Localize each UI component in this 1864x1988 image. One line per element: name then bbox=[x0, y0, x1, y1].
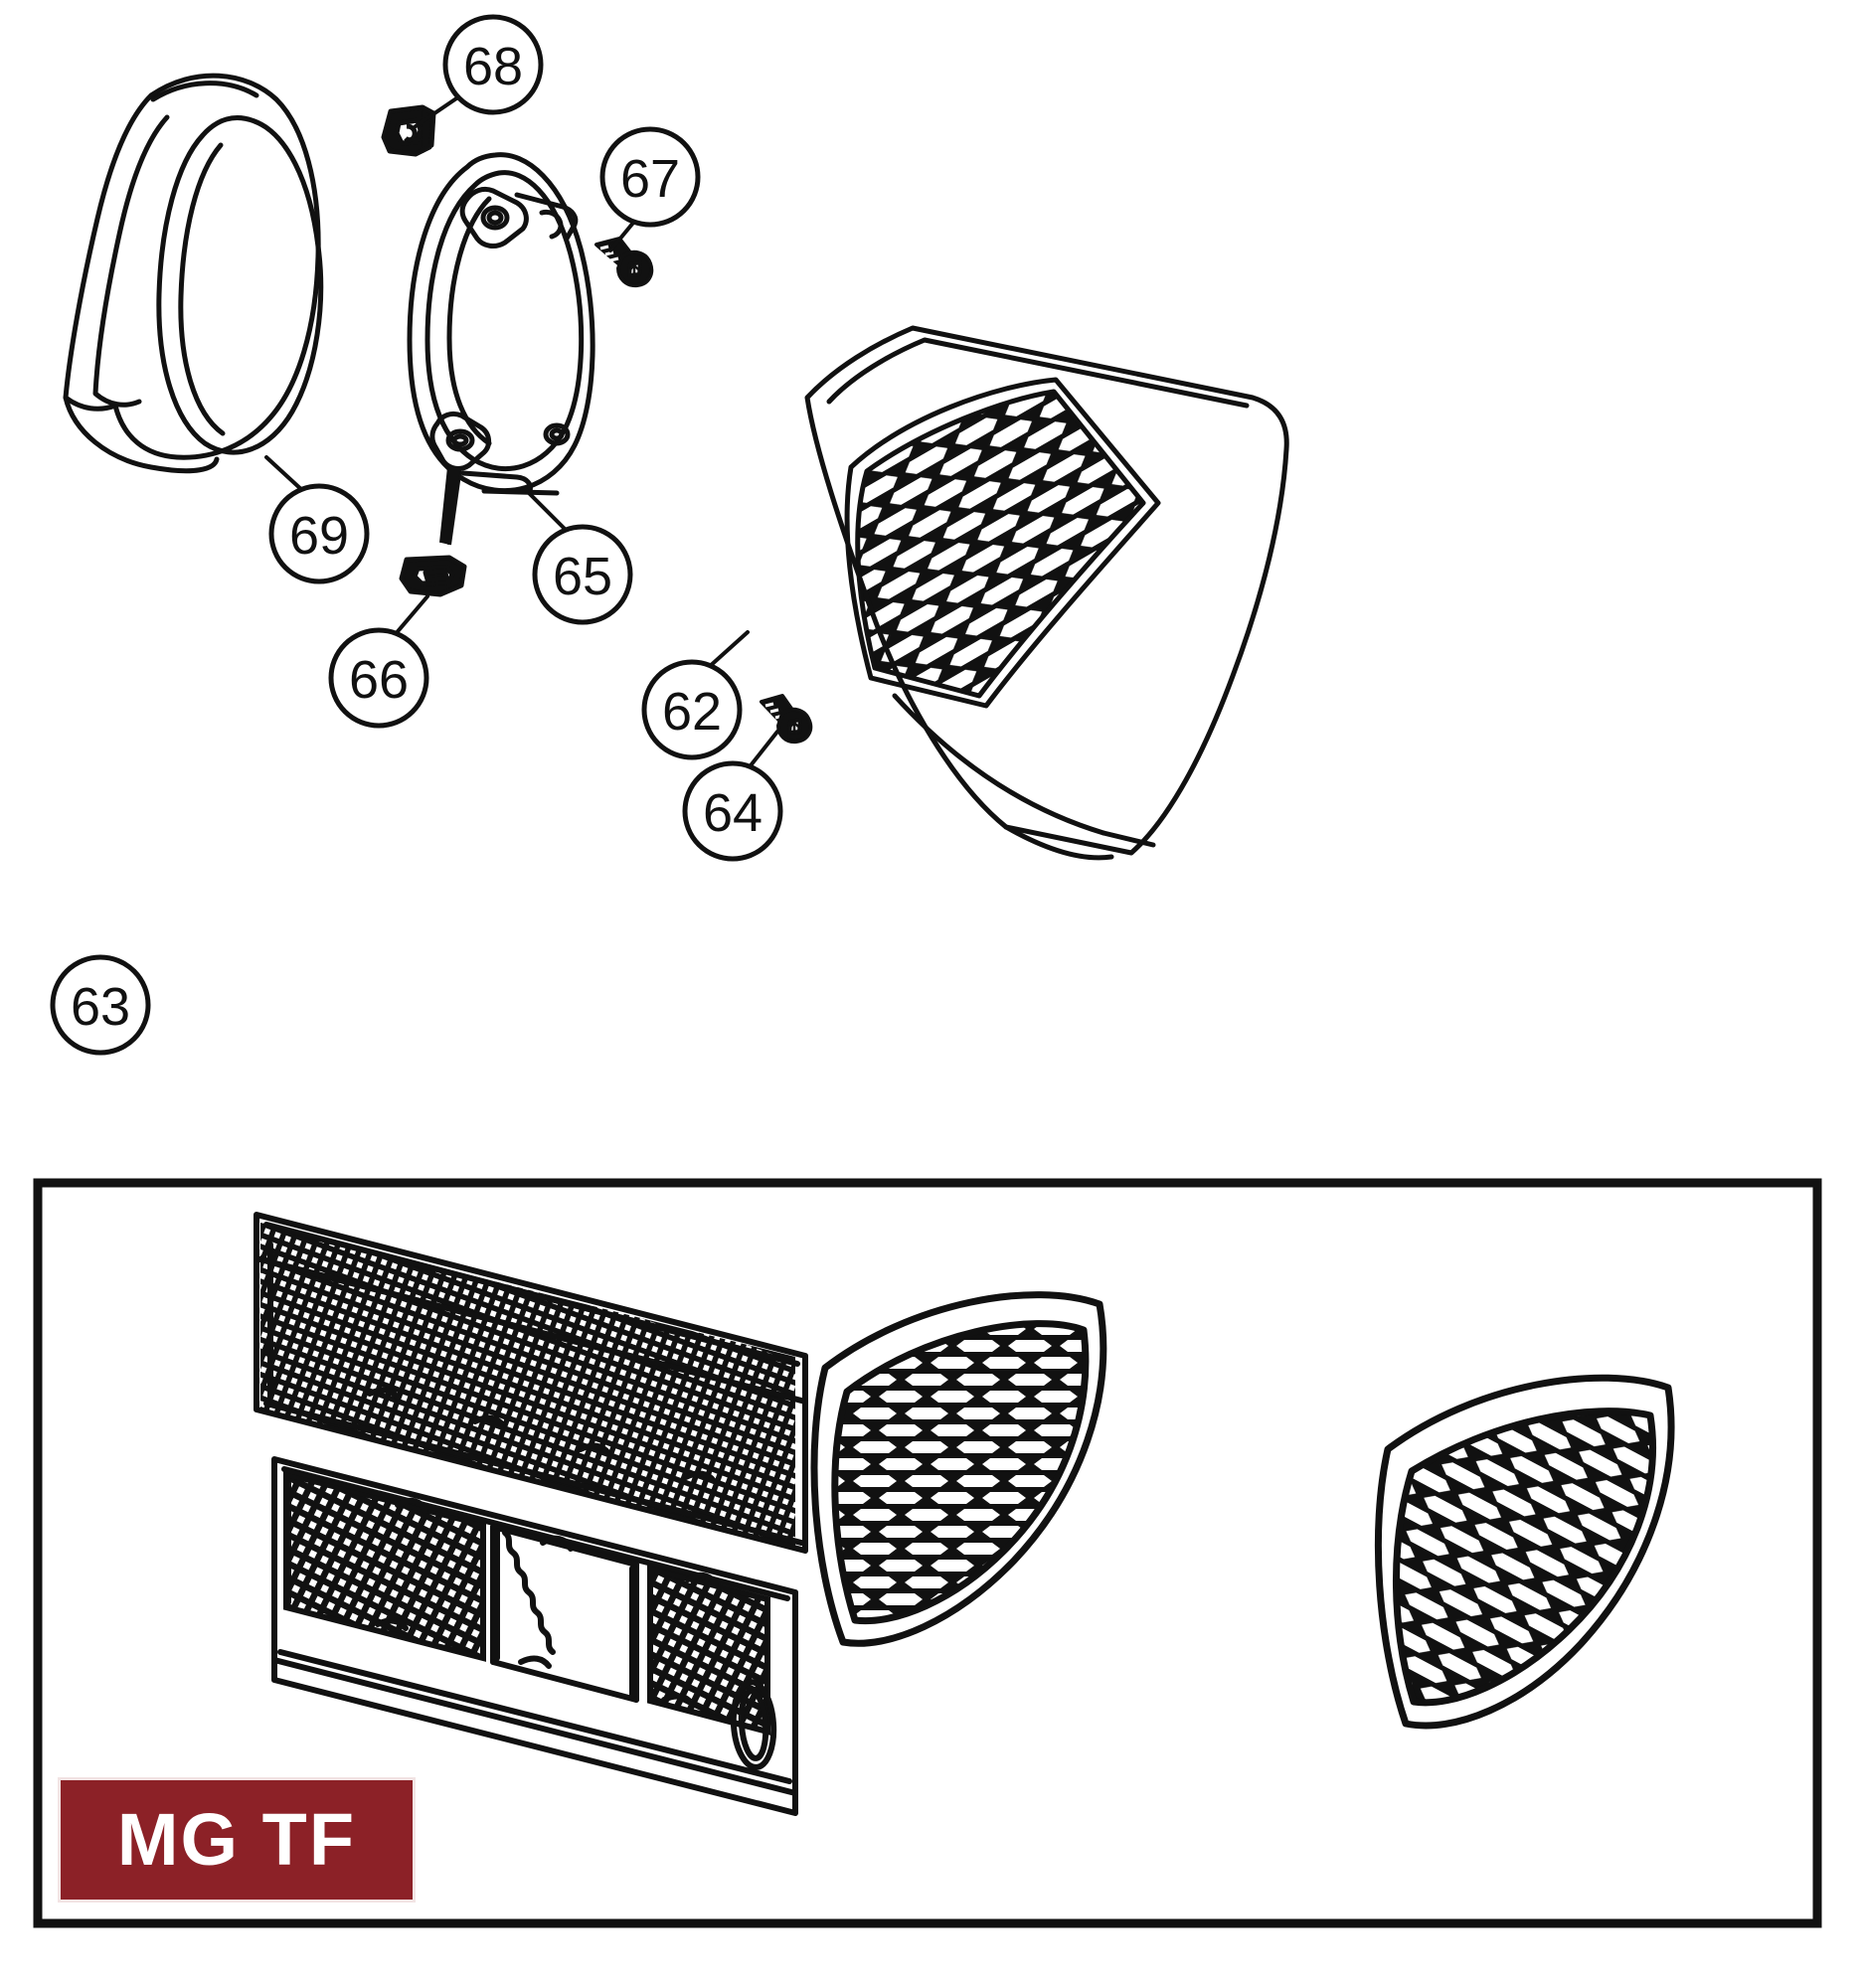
leader-64 bbox=[746, 730, 779, 771]
callout-number-65: 65 bbox=[553, 547, 612, 606]
callout-balloon-65[interactable]: 65 bbox=[532, 524, 633, 625]
leader-65 bbox=[525, 489, 569, 533]
callout-balloon-69[interactable]: 69 bbox=[268, 483, 370, 584]
callout-leader-lines bbox=[264, 90, 779, 771]
callout-balloon-64[interactable]: 64 bbox=[682, 760, 783, 862]
leader-69 bbox=[264, 455, 306, 494]
part-65-fog-lamp-bezel bbox=[407, 152, 595, 496]
clip-mounting-pin bbox=[439, 466, 462, 546]
part-63-grille-frame bbox=[271, 1456, 798, 1816]
callout-balloon-62[interactable]: 62 bbox=[641, 659, 743, 760]
callout-balloon-63[interactable]: 63 bbox=[50, 954, 151, 1056]
callout-number-66: 66 bbox=[349, 650, 409, 710]
callout-balloon-68[interactable]: 68 bbox=[442, 14, 544, 115]
callout-number-64: 64 bbox=[703, 783, 763, 843]
mg-tf-badge: MG TF bbox=[58, 1777, 416, 1903]
callout-number-62: 62 bbox=[662, 682, 722, 742]
callout-balloon-67[interactable]: 67 bbox=[599, 126, 701, 228]
callout-number-69: 69 bbox=[289, 506, 349, 566]
part-67-bezel-screw bbox=[594, 237, 654, 288]
callout-number-67: 67 bbox=[620, 149, 680, 209]
callout-balloon-66[interactable]: 66 bbox=[328, 627, 429, 729]
part-64-intake-panel-screw bbox=[760, 694, 813, 745]
part-63-right-honeycomb-grille bbox=[1374, 1374, 1675, 1730]
leader-62 bbox=[706, 630, 750, 670]
leader-66 bbox=[392, 594, 429, 638]
part-66-lower-retaining-clip bbox=[399, 555, 467, 597]
mg-tf-badge-label: MG TF bbox=[116, 1798, 357, 1881]
callout-number-63: 63 bbox=[71, 977, 130, 1037]
callout-number-68: 68 bbox=[463, 37, 523, 96]
part-69-air-duct-trunking bbox=[63, 73, 324, 474]
